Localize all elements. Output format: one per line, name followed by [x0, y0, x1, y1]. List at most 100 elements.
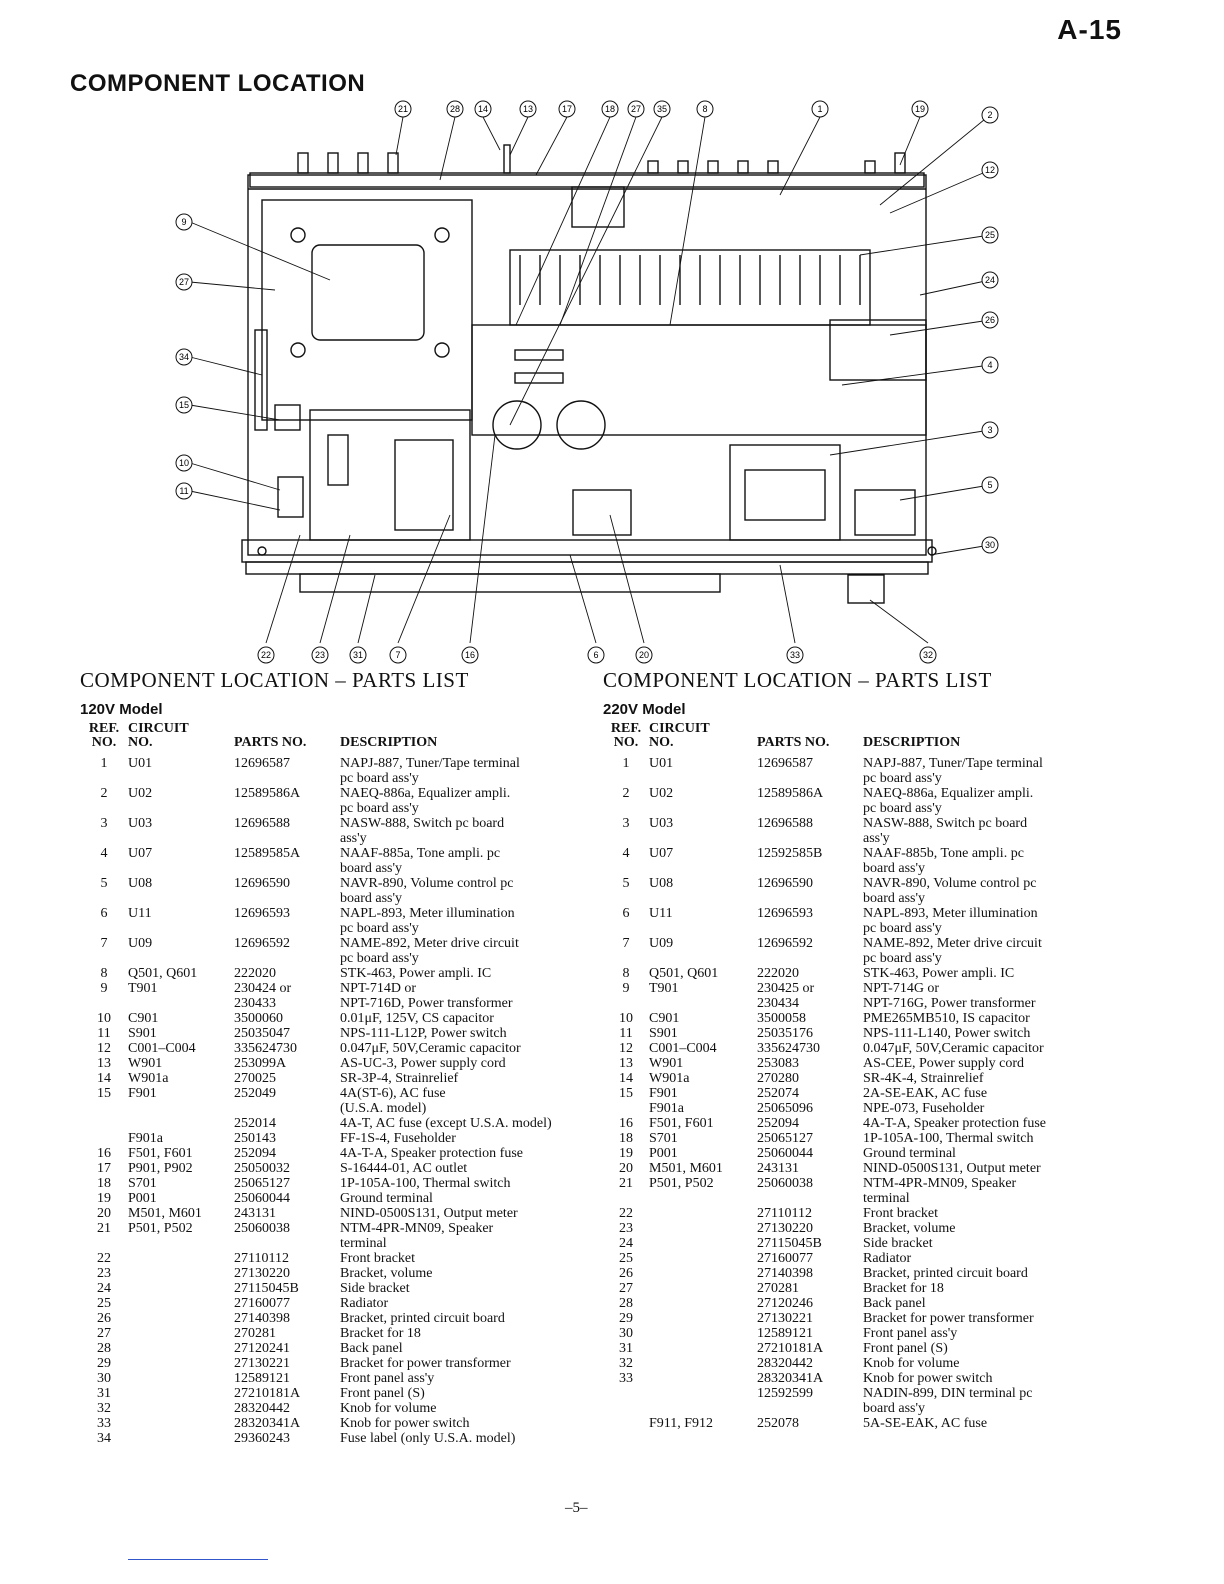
- callout-number: 28: [450, 104, 460, 114]
- ref-cell: 22: [619, 1206, 633, 1221]
- ref-cell: 26: [619, 1266, 633, 1281]
- ref-cell: 15: [619, 1086, 633, 1101]
- description-cell: Fuse label (only U.S.A. model): [340, 1431, 516, 1446]
- parts-cell: 230424 or: [234, 981, 292, 996]
- parts-cell: 252078: [757, 1416, 799, 1431]
- description-cell: NAEQ-886a, Equalizer ampli.pc board ass'…: [863, 786, 1034, 816]
- circuit-cell: U02: [128, 786, 153, 801]
- circuit-cell: P501, P502: [128, 1221, 193, 1236]
- parts-cell: 12589586A: [757, 786, 824, 801]
- parts-cell: 27110112: [757, 1206, 812, 1221]
- circuit-cell: [128, 1416, 234, 1431]
- description-cell: NPT-716D, Power transformer: [340, 996, 513, 1011]
- circuit-cell: U09: [649, 936, 674, 951]
- circuit-cell: [649, 996, 757, 1011]
- parts-cell: 12696592: [234, 936, 290, 951]
- ref-cell: 24: [97, 1281, 111, 1296]
- circuit-cell: S901: [128, 1026, 157, 1041]
- callout-circle: [175, 482, 193, 500]
- callout-circle: [696, 100, 714, 118]
- ref-cell: 21: [97, 1221, 111, 1236]
- parts-cell: 243131: [234, 1206, 276, 1221]
- description-cell: Knob for volume: [340, 1401, 437, 1416]
- description-cell: 0.047μF, 50V,Ceramic capacitor: [340, 1041, 521, 1056]
- ref-cell: 33: [619, 1371, 633, 1386]
- circuit-cell: U11: [649, 906, 673, 921]
- description-cell: Knob for volume: [863, 1356, 960, 1371]
- page-number: A-15: [1057, 14, 1122, 45]
- circuit-cell: P901, P902: [128, 1161, 193, 1176]
- circuit-cell: U07: [128, 846, 153, 861]
- circuit-cell: T901: [649, 981, 679, 996]
- description-cell: 2A-SE-EAK, AC fuse: [863, 1086, 988, 1101]
- header-parts: PARTS NO.: [234, 735, 307, 750]
- ref-cell: 2: [100, 786, 108, 801]
- parts-cell: 335624730: [234, 1041, 297, 1056]
- circuit-cell: [649, 1281, 757, 1296]
- ref-cell: 11: [619, 1026, 633, 1041]
- callout-circle: [257, 646, 275, 664]
- leader-lines: [189, 114, 991, 644]
- parts-cell: 270281: [234, 1326, 276, 1341]
- description-cell: Front panel (S): [340, 1386, 425, 1401]
- callout-circle: [175, 396, 193, 414]
- parts-cell: 27140398: [234, 1311, 290, 1326]
- callout-circle: [981, 161, 999, 179]
- description-cell: NPE-073, Fuseholder: [863, 1101, 985, 1116]
- parts-list-title: COMPONENT LOCATION – PARTS LIST: [80, 668, 469, 692]
- description-cell: 1P-105A-100, Thermal switch: [863, 1131, 1034, 1146]
- ref-cell: 23: [97, 1266, 111, 1281]
- description-cell: SR-4K-4, Strainrelief: [863, 1071, 984, 1086]
- description-cell: AS-CEE, Power supply cord: [863, 1056, 1024, 1071]
- callout-number: 26: [985, 315, 995, 325]
- description-cell: Ground terminal: [863, 1146, 956, 1161]
- circuit-cell: F501, F601: [649, 1116, 714, 1131]
- circuit-cell: P001: [128, 1191, 157, 1206]
- circuit-cell: W901: [649, 1056, 684, 1071]
- parts-cell: 28320341A: [234, 1416, 301, 1431]
- callout-circle: [558, 100, 576, 118]
- parts-cell: 25050032: [234, 1161, 290, 1176]
- ref-cell: 10: [97, 1011, 111, 1026]
- parts-cell: 270280: [757, 1071, 799, 1086]
- callout-circle: [627, 100, 645, 118]
- parts-cell: 3500058: [757, 1011, 806, 1026]
- callout-circle: [311, 646, 329, 664]
- description-cell: 5A-SE-EAK, AC fuse: [863, 1416, 988, 1431]
- main-title: COMPONENT LOCATION: [70, 70, 366, 97]
- callout-number: 21: [398, 104, 408, 114]
- description-cell: Radiator: [340, 1296, 389, 1311]
- ref-cell: 13: [97, 1056, 111, 1071]
- parts-cell: 25035176: [757, 1026, 813, 1041]
- ref-cell: 11: [97, 1026, 111, 1041]
- circuit-cell: [649, 1386, 757, 1416]
- description-cell: Front bracket: [863, 1206, 939, 1221]
- parts-cell: 12696593: [234, 906, 290, 921]
- ref-cell: 20: [97, 1206, 111, 1221]
- ref-cell: 15: [97, 1086, 111, 1101]
- description-cell: Bracket, printed circuit board: [340, 1311, 505, 1326]
